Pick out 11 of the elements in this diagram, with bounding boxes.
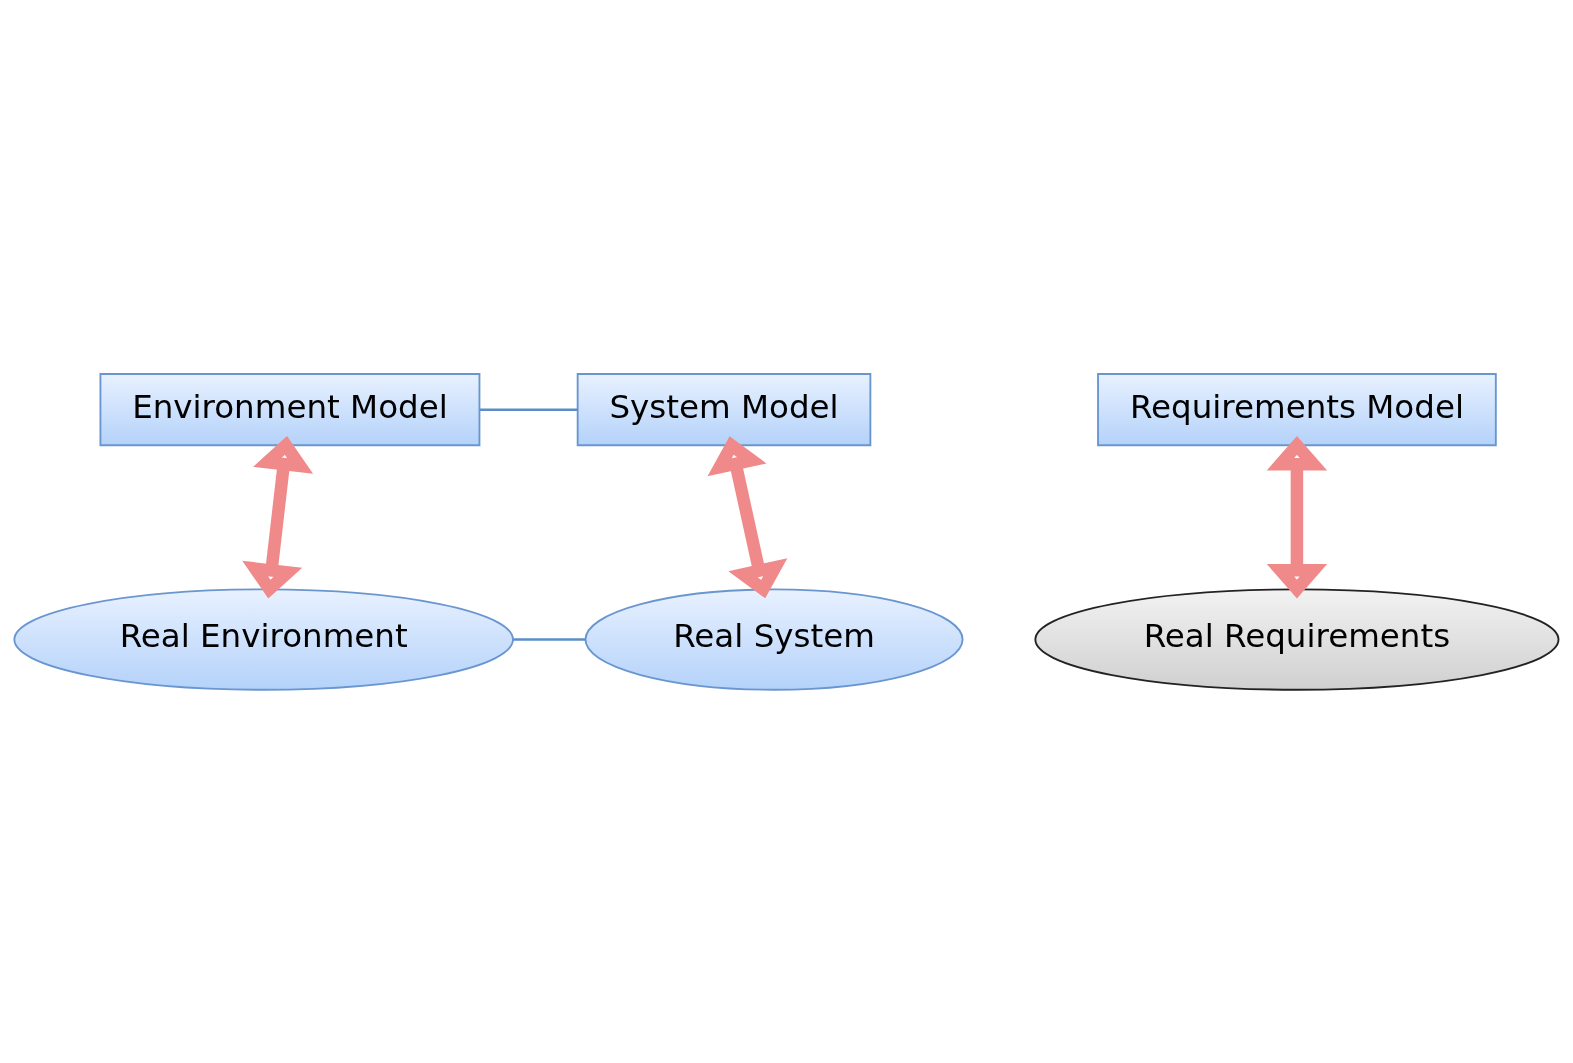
connector — [513, 637, 586, 641]
node-ellipse: Real Environment — [13, 587, 514, 691]
node-ellipse: Real Requirements — [1034, 587, 1560, 691]
node-box: Requirements Model — [1097, 372, 1497, 446]
node-ellipse: Real System — [584, 587, 964, 691]
arrow — [707, 435, 788, 598]
node-box: System Model — [576, 372, 872, 446]
node-box: Environment Model — [99, 372, 481, 446]
arrow — [1266, 435, 1328, 599]
arrow — [242, 435, 314, 599]
connector — [479, 407, 578, 411]
